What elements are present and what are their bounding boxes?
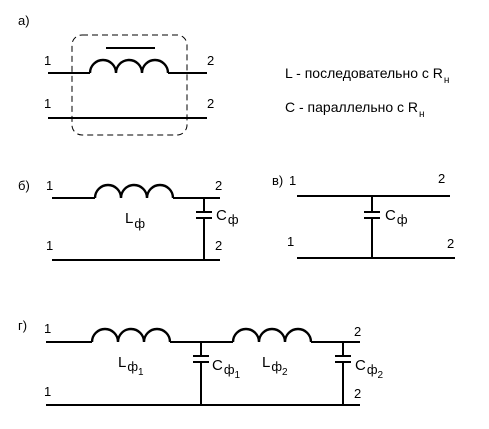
terminal-b-top-right: 2: [215, 178, 222, 193]
inductor-g-1: [90, 327, 172, 343]
inductor-g-2: [231, 327, 313, 343]
dashed-inductor-box: [71, 34, 188, 136]
circuit-v: в) 1 2 1 2 Cф: [272, 171, 455, 259]
inductor-a: [88, 58, 170, 74]
capacitor-b-label: Cф: [216, 207, 239, 227]
terminal-v-bottom-right: 2: [447, 236, 454, 251]
inductor-g1-label: Lф1: [118, 354, 144, 378]
capacitor-g2-label: Cф2: [355, 357, 384, 381]
terminal-b-top-left: 1: [46, 178, 53, 193]
terminal-a-bottom-right: 2: [207, 96, 214, 111]
inductor-b: [93, 183, 175, 199]
terminal-b-bottom-right: 2: [215, 238, 222, 253]
note-capacitor: С - параллельно с Rн: [285, 99, 425, 120]
capacitor-v-label: Cф: [385, 207, 408, 227]
inductor-b-label: Lф: [125, 210, 145, 231]
terminal-g-top-left: 1: [44, 321, 51, 336]
circuit-b: б) 1 2 1 2 Lф Cф: [18, 178, 239, 261]
terminal-g-bottom-left: 1: [44, 384, 51, 399]
circuit-g: г) 1 2 1 2 Lф1 Cф1 Lф2 Cф2: [18, 318, 384, 406]
section-g-label: г): [18, 318, 27, 333]
terminal-a-bottom-left: 1: [44, 96, 51, 111]
terminal-v-bottom-left: 1: [287, 234, 294, 249]
section-b-label: б): [18, 178, 30, 193]
capacitor-g1-label: Cф1: [212, 357, 241, 381]
inductor-g2-label: Lф2: [262, 354, 288, 378]
section-v-label: в): [272, 173, 283, 188]
terminal-g-bottom-right: 2: [354, 386, 361, 401]
terminal-g-top-right: 2: [354, 324, 361, 339]
terminal-a-top-right: 2: [207, 53, 214, 68]
section-a-label: а): [18, 13, 30, 28]
terminal-v-top-right: 2: [438, 171, 445, 186]
terminal-b-bottom-left: 1: [46, 238, 53, 253]
note-inductor: L - последовательно с Rн: [285, 65, 449, 86]
terminal-v-top-left: 1: [289, 173, 296, 188]
circuit-a: а) 1 2 1 2: [18, 13, 214, 136]
notes: L - последовательно с Rн С - параллельно…: [285, 65, 449, 120]
terminal-a-top-left: 1: [44, 53, 51, 68]
